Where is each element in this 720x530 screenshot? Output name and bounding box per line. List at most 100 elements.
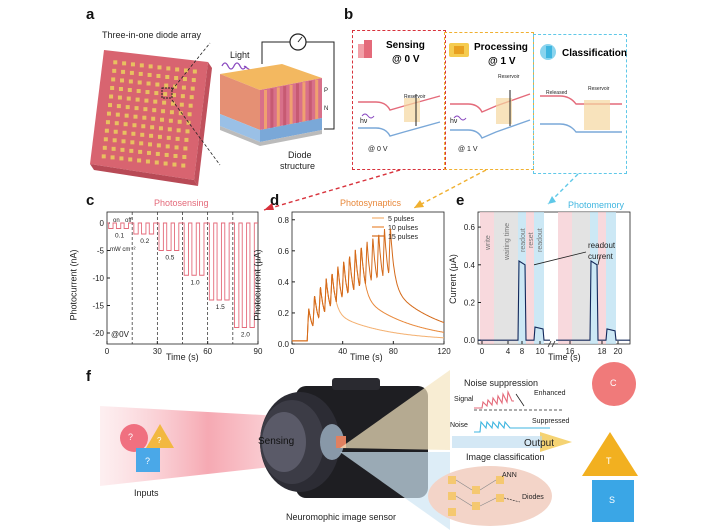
c-ytick-label: -15 [92,302,104,311]
panel-letter-c: c [86,192,95,209]
c-pulse-train [232,222,258,328]
processing-band-diagram [450,90,531,139]
processing-hv: hν [450,118,458,125]
image-classification-title: Image classification [466,452,545,462]
e-xtick-label: 10 [536,347,545,356]
c-ytick-label: -5 [97,247,105,256]
c-intensity-label: 0.2 [140,238,149,245]
d-ytick-label: 0.8 [278,216,290,225]
e-axis-break [547,340,556,348]
input-q1: ? [128,432,134,442]
sensing-hv: hν [360,118,368,125]
e-phase-write: write [485,235,492,251]
e-xtick-label: 4 [506,347,511,356]
output-square-s [592,480,634,522]
e-readout-arrow-2 [597,255,601,265]
signal-label: Signal [454,396,474,403]
sensing-label: Sensing [258,436,295,447]
d-ytick-label: 0.4 [278,278,290,287]
sensing-frame [352,30,446,170]
e-phase-band [480,212,494,344]
processing-reservoir: Reservoir [498,74,520,80]
c-unit-label: mW cm⁻² [110,247,136,253]
e-axes-frame [477,211,631,345]
d-series-line [292,228,445,342]
c-bias-label: @0V [111,330,129,339]
d-xtick-label: 80 [389,347,398,356]
e-xtick-label: 16 [566,347,575,356]
e-phase-band [494,212,518,344]
diode-structure-label-2: structure [280,161,316,171]
e-phase-band [590,212,598,344]
diode-structure-illustration [220,33,335,146]
output-beam [340,370,572,530]
e-phase-readout: readout [520,228,527,252]
e-trace-1 [478,260,550,341]
c-pulse-train [207,222,233,301]
panel-letter-d: d [270,192,280,209]
e-phase-band [606,212,616,344]
photosensing-title: Photosensing [154,198,209,208]
c-pulse-train [132,222,158,235]
panel-letter-b: b [344,6,354,23]
e-phase-band [572,212,590,344]
d-axes-frame [291,211,445,345]
noise-label: Noise [450,422,468,429]
noise-suppression-plot [474,389,562,433]
e-ytick-label: 0.0 [464,336,476,345]
c-off-label: off [125,218,132,224]
processing-bias: @ 1 V [488,56,516,67]
array-title: Three-in-one diode array [102,30,202,40]
c-xlabel: Time (s) [166,352,199,362]
input-q3: ? [145,456,151,466]
e-xlabel: Time (s) [548,352,581,362]
panel-letter-f: f [86,368,91,385]
e-xtick-label: 20 [614,347,623,356]
d-ytick-label: 0.6 [278,247,290,256]
e-ytick-label: 0.4 [464,261,476,270]
c-xtick-label: 30 [153,347,162,356]
output-triangle-t [582,432,638,476]
d-ytick-label: 0.2 [278,309,290,318]
ann-label: ANN [502,472,517,479]
output-s-label: S [609,495,616,505]
readout-current-label: readout current [588,241,616,261]
d-xlabel: Time (s) [350,352,383,362]
c-intensity-label: 1.5 [216,304,225,311]
output-circle-c [592,362,636,406]
c-ytick-label: -20 [92,329,104,338]
connector-arrows [263,169,579,211]
e-trace-2 [556,260,630,341]
e-readout-arrow-1 [533,251,587,266]
processing-title: Processing [474,42,528,53]
c-xtick-label: 0 [105,347,110,356]
e-ytick-label: 0.6 [464,223,476,232]
diode-array-illustration [90,50,212,186]
d-legend-label: 10 pulses [388,225,418,232]
e-xtick-label: 8 [520,347,525,356]
d-xtick-label: 120 [437,347,451,356]
e-ytick-label: 0.2 [464,299,476,308]
light-label: Light [230,50,250,60]
e-phase-band [558,212,572,344]
sensing-band-diagram [358,94,441,137]
output-t-label: T [606,456,612,466]
e-phase-band [598,212,606,344]
c-xtick-label: 90 [254,347,263,356]
d-xtick-label: 0 [290,347,295,356]
e-phase-band [534,212,544,344]
c-intensity-label: 1.0 [191,279,200,286]
classification-title: Classification [562,48,628,59]
c-ytick-label: -10 [92,274,104,283]
d-xtick-label: 40 [338,347,347,356]
diode-structure-label-1: Diode [288,150,312,160]
suppressed-label: Suppressed [532,418,570,425]
d-legend-label: 5 pulses [388,216,415,223]
layer-p-label: P [324,88,329,94]
c-intensity-label: 2.0 [241,332,250,339]
sensing-bias: @ 0 V [392,54,420,65]
diodes-label: Diodes [522,494,544,501]
zoom-lines [171,42,221,166]
